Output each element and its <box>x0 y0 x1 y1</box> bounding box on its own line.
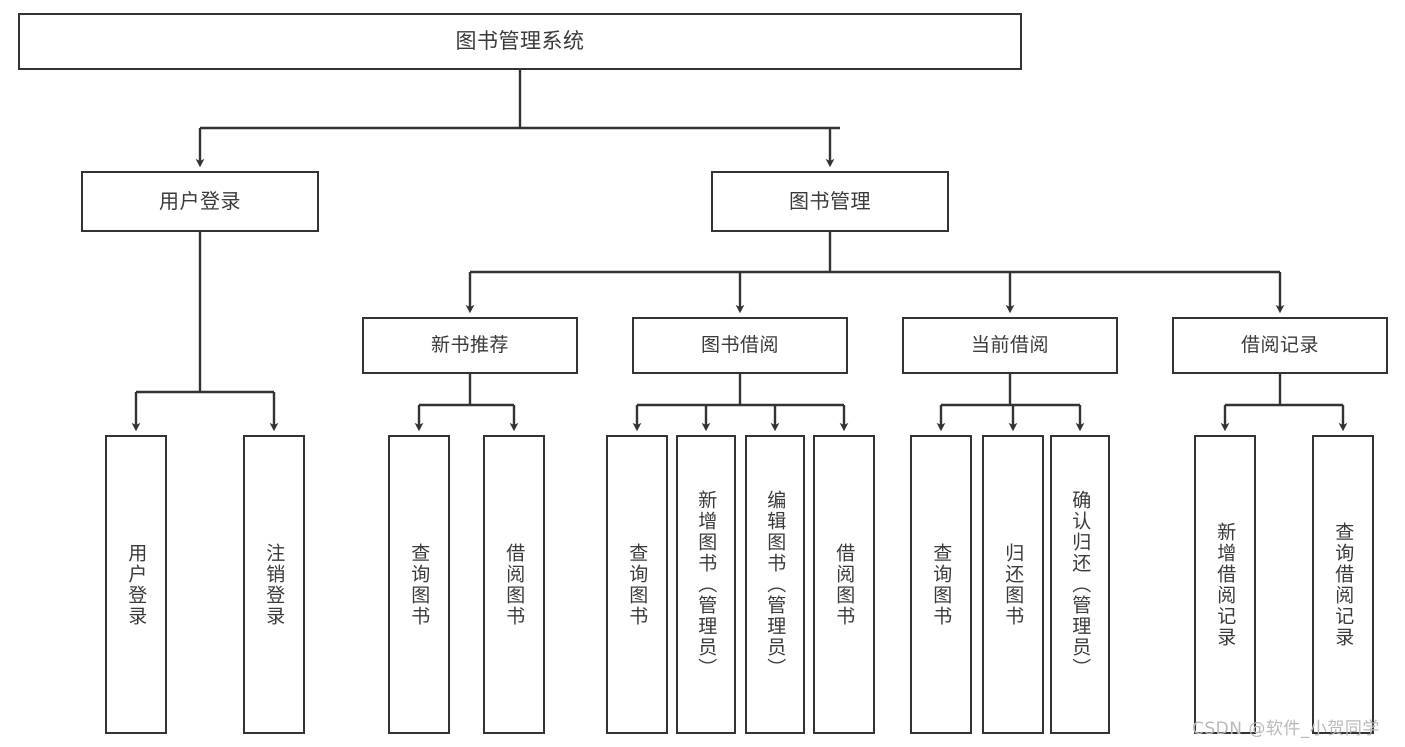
node-label: 查询图书 <box>626 542 649 627</box>
leaf-query-books-current[interactable]: 查询图书 <box>910 435 972 734</box>
node-borrowing-records[interactable]: 借阅记录 <box>1172 317 1388 374</box>
node-new-book-recommendation[interactable]: 新书推荐 <box>362 317 578 374</box>
leaf-query-borrow-record[interactable]: 查询借阅记录 <box>1312 435 1374 734</box>
node-label: 用户登录 <box>125 542 148 627</box>
node-user-login[interactable]: 用户登录 <box>81 171 319 232</box>
leaf-query-books-newbook[interactable]: 查询图书 <box>388 435 450 734</box>
node-label: 用户登录 <box>159 189 241 214</box>
node-label: 新书推荐 <box>430 333 509 356</box>
leaf-query-books-borrow[interactable]: 查询图书 <box>606 435 668 734</box>
node-label: 借阅记录 <box>1240 333 1319 356</box>
leaf-logout[interactable]: 注销登录 <box>243 435 305 734</box>
node-book-management[interactable]: 图书管理 <box>711 171 949 232</box>
node-root-book-management-system[interactable]: 图书管理系统 <box>18 13 1022 70</box>
leaf-user-login[interactable]: 用户登录 <box>105 435 167 734</box>
node-current-borrowing[interactable]: 当前借阅 <box>902 317 1118 374</box>
node-label: 归还图书 <box>1002 542 1025 627</box>
csdn-watermark: CSDN @软件_小贺同学 <box>1192 719 1380 739</box>
node-label: 图书管理 <box>789 189 871 214</box>
leaf-borrow-books[interactable]: 借阅图书 <box>813 435 875 734</box>
leaf-add-book-admin[interactable]: 新增图书（管理员） <box>676 435 736 734</box>
leaf-add-borrow-record[interactable]: 新增借阅记录 <box>1194 435 1256 734</box>
node-label: 图书借阅 <box>700 333 779 356</box>
leaf-edit-book-admin[interactable]: 编辑图书（管理员） <box>745 435 805 734</box>
node-label: 新增借阅记录 <box>1214 521 1237 648</box>
leaf-borrow-books-newbook[interactable]: 借阅图书 <box>483 435 545 734</box>
node-label: 借阅图书 <box>503 542 526 627</box>
node-label: 注销登录 <box>263 542 286 627</box>
node-label: 新增图书（管理员） <box>695 490 718 679</box>
node-label: 编辑图书（管理员） <box>764 490 787 679</box>
node-label: 查询图书 <box>930 542 953 627</box>
node-label: 查询借阅记录 <box>1332 521 1355 648</box>
leaf-return-books[interactable]: 归还图书 <box>982 435 1044 734</box>
node-label: 确认归还（管理员） <box>1069 490 1092 679</box>
node-label: 借阅图书 <box>833 542 856 627</box>
node-book-borrowing[interactable]: 图书借阅 <box>632 317 848 374</box>
leaf-confirm-return-admin[interactable]: 确认归还（管理员） <box>1050 435 1110 734</box>
node-label: 查询图书 <box>408 542 431 627</box>
node-label: 当前借阅 <box>970 333 1049 356</box>
node-label: 图书管理系统 <box>455 28 585 53</box>
